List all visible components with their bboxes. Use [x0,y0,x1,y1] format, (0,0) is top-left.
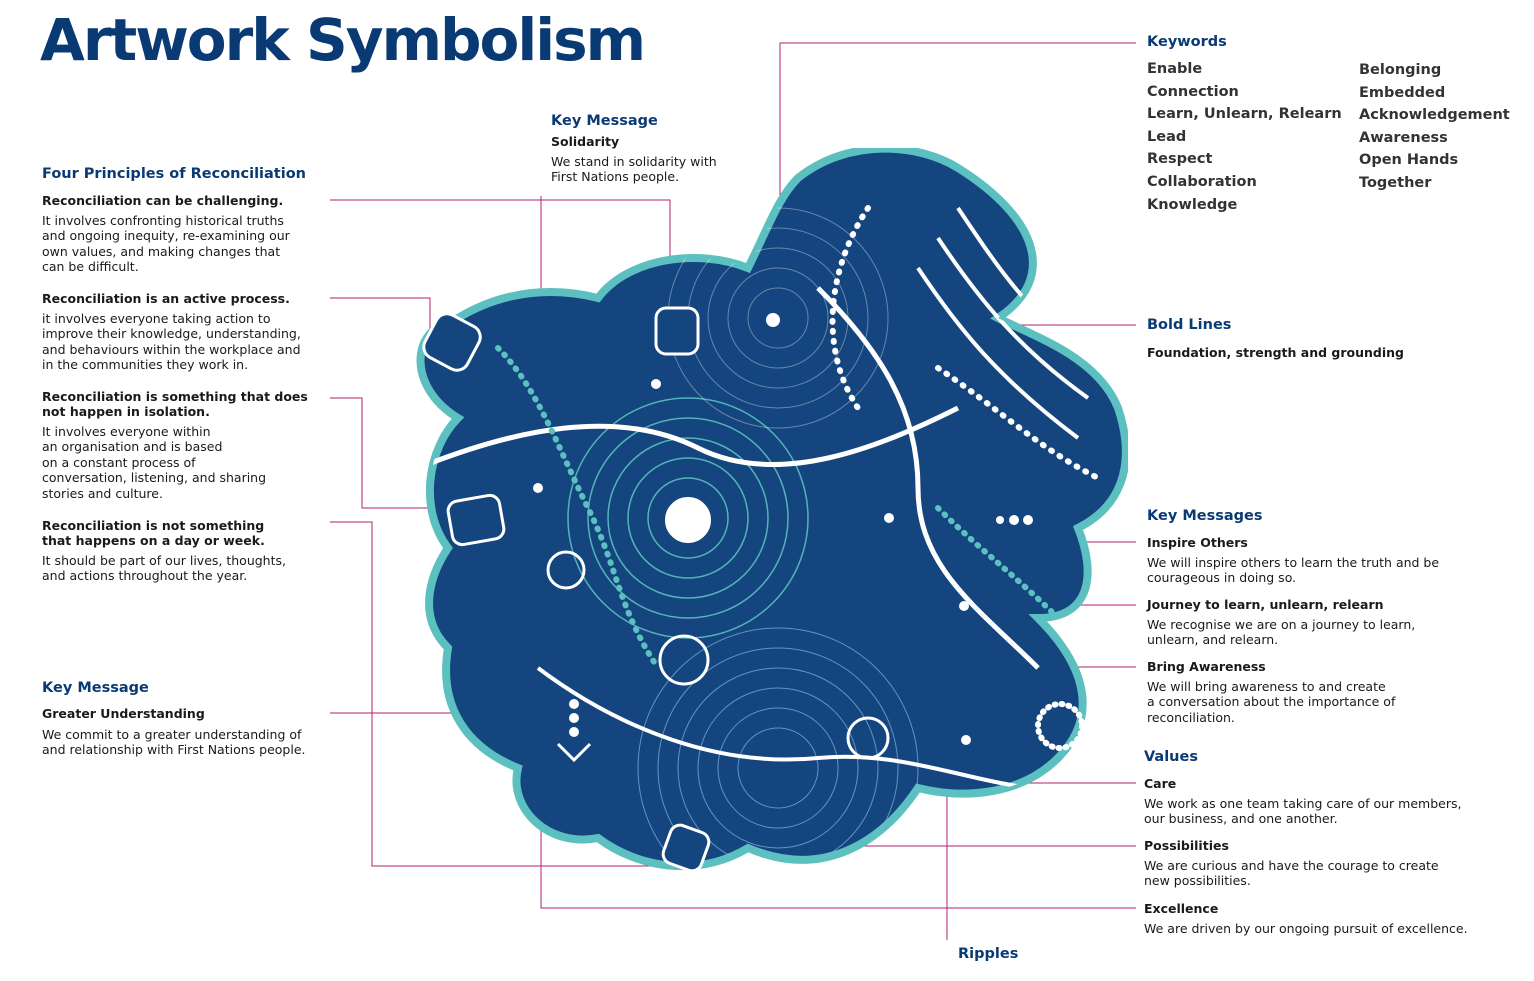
key-message-text: We stand in solidarity with First Nation… [551,154,717,185]
principle-text: It involves everyone within an organisat… [42,424,267,501]
four-principles-heading: Four Principles of Reconciliation [42,166,306,182]
value-title: Excellence [1144,901,1219,916]
principle-title: Reconciliation is an active process. [42,291,290,306]
principle-challenging: Reconciliation can be challenging. It in… [42,193,332,275]
key-message-title: Inspire Others [1147,535,1248,550]
key-message-journey: Journey to learn, unlearn, relearn We re… [1147,597,1517,648]
values-heading: Values [1144,749,1198,765]
key-message-text: We will bring awareness to and create a … [1147,679,1396,725]
artwork-illustration [416,148,1128,873]
keyword-item: Connection [1147,83,1239,100]
key-message-solidarity: Key Message Solidarity We stand in solid… [551,113,751,185]
key-message-title: Bring Awareness [1147,659,1266,674]
key-messages-heading: Key Messages [1147,508,1263,524]
key-message-text: We commit to a greater understanding of … [42,727,306,758]
keyword-item: Embedded [1359,84,1446,101]
bold-lines-text: Foundation, strength and grounding [1147,345,1404,360]
key-message-title: Journey to learn, unlearn, relearn [1147,597,1384,612]
leader-line-isolation [330,397,455,509]
value-possibilities: Possibilities We are curious and have th… [1144,838,1524,889]
keywords-col2: Belonging Embedded Acknowledgement Aware… [1359,59,1510,195]
keyword-item: Enable [1147,61,1203,77]
keywords-heading: Keywords [1147,34,1227,50]
principle-text: It should be part of our lives, thoughts… [42,553,286,584]
principle-day-week: Reconciliation is not something that hap… [42,518,332,584]
principle-text: it involves everyone taking action to im… [42,311,301,373]
keywords-col1: Enable Connection Learn, Unlearn, Relear… [1147,58,1342,216]
keyword-item: Collaboration [1147,173,1257,190]
value-text: We are curious and have the courage to c… [1144,858,1439,889]
value-excellence: Excellence We are driven by our ongoing … [1144,901,1524,936]
page-title: Artwork Symbolism [40,6,646,74]
keyword-item: Awareness [1359,129,1448,146]
key-message-heading: Key Message [551,113,658,129]
keyword-item: Learn, Unlearn, Relearn [1147,106,1342,123]
bold-lines-heading: Bold Lines [1147,317,1232,333]
top-dot [766,313,780,327]
keyword-item: Lead [1147,128,1187,145]
key-message-text: We recognise we are on a journey to lear… [1147,617,1416,648]
value-text: We work as one team taking care of our m… [1144,796,1462,827]
keyword-item: Together [1359,174,1432,191]
principle-title: Reconciliation can be challenging. [42,193,284,208]
keyword-item: Knowledge [1147,196,1238,213]
keyword-item: Belonging [1359,62,1442,78]
keyword-item: Acknowledgement [1359,107,1510,124]
key-message-title: Greater Understanding [42,706,205,721]
principle-title: Reconciliation is not something that hap… [42,518,265,548]
value-care: Care We work as one team taking care of … [1144,776,1524,827]
bold-lines-section: Bold Lines Foundation, strength and grou… [1147,317,1404,360]
key-message-awareness: Bring Awareness We will bring awareness … [1147,659,1517,725]
keyword-item: Respect [1147,151,1213,168]
key-message-greater-understanding: Key Message Greater Understanding We com… [42,680,337,758]
key-message-title: Solidarity [551,134,620,149]
principle-text: It involves confronting historical truth… [42,213,290,275]
leader-line-active [330,297,431,330]
value-title: Care [1144,776,1177,791]
principle-title: Reconciliation is something that does no… [42,389,308,419]
key-message-heading: Key Message [42,680,149,696]
principle-isolation: Reconciliation is something that does no… [42,389,332,501]
key-message-text: We will inspire others to learn the trut… [1147,555,1440,586]
value-title: Possibilities [1144,838,1229,853]
principle-active: Reconciliation is an active process. it … [42,291,332,373]
leader-line-day-week [330,521,670,867]
key-message-inspire: Inspire Others We will inspire others to… [1147,535,1517,586]
keyword-item: Open Hands [1359,152,1459,169]
leader-line-challenging [330,199,671,280]
value-text: We are driven by our ongoing pursuit of … [1144,921,1468,936]
ripples-heading: Ripples [958,946,1019,962]
center-circle [659,491,717,549]
